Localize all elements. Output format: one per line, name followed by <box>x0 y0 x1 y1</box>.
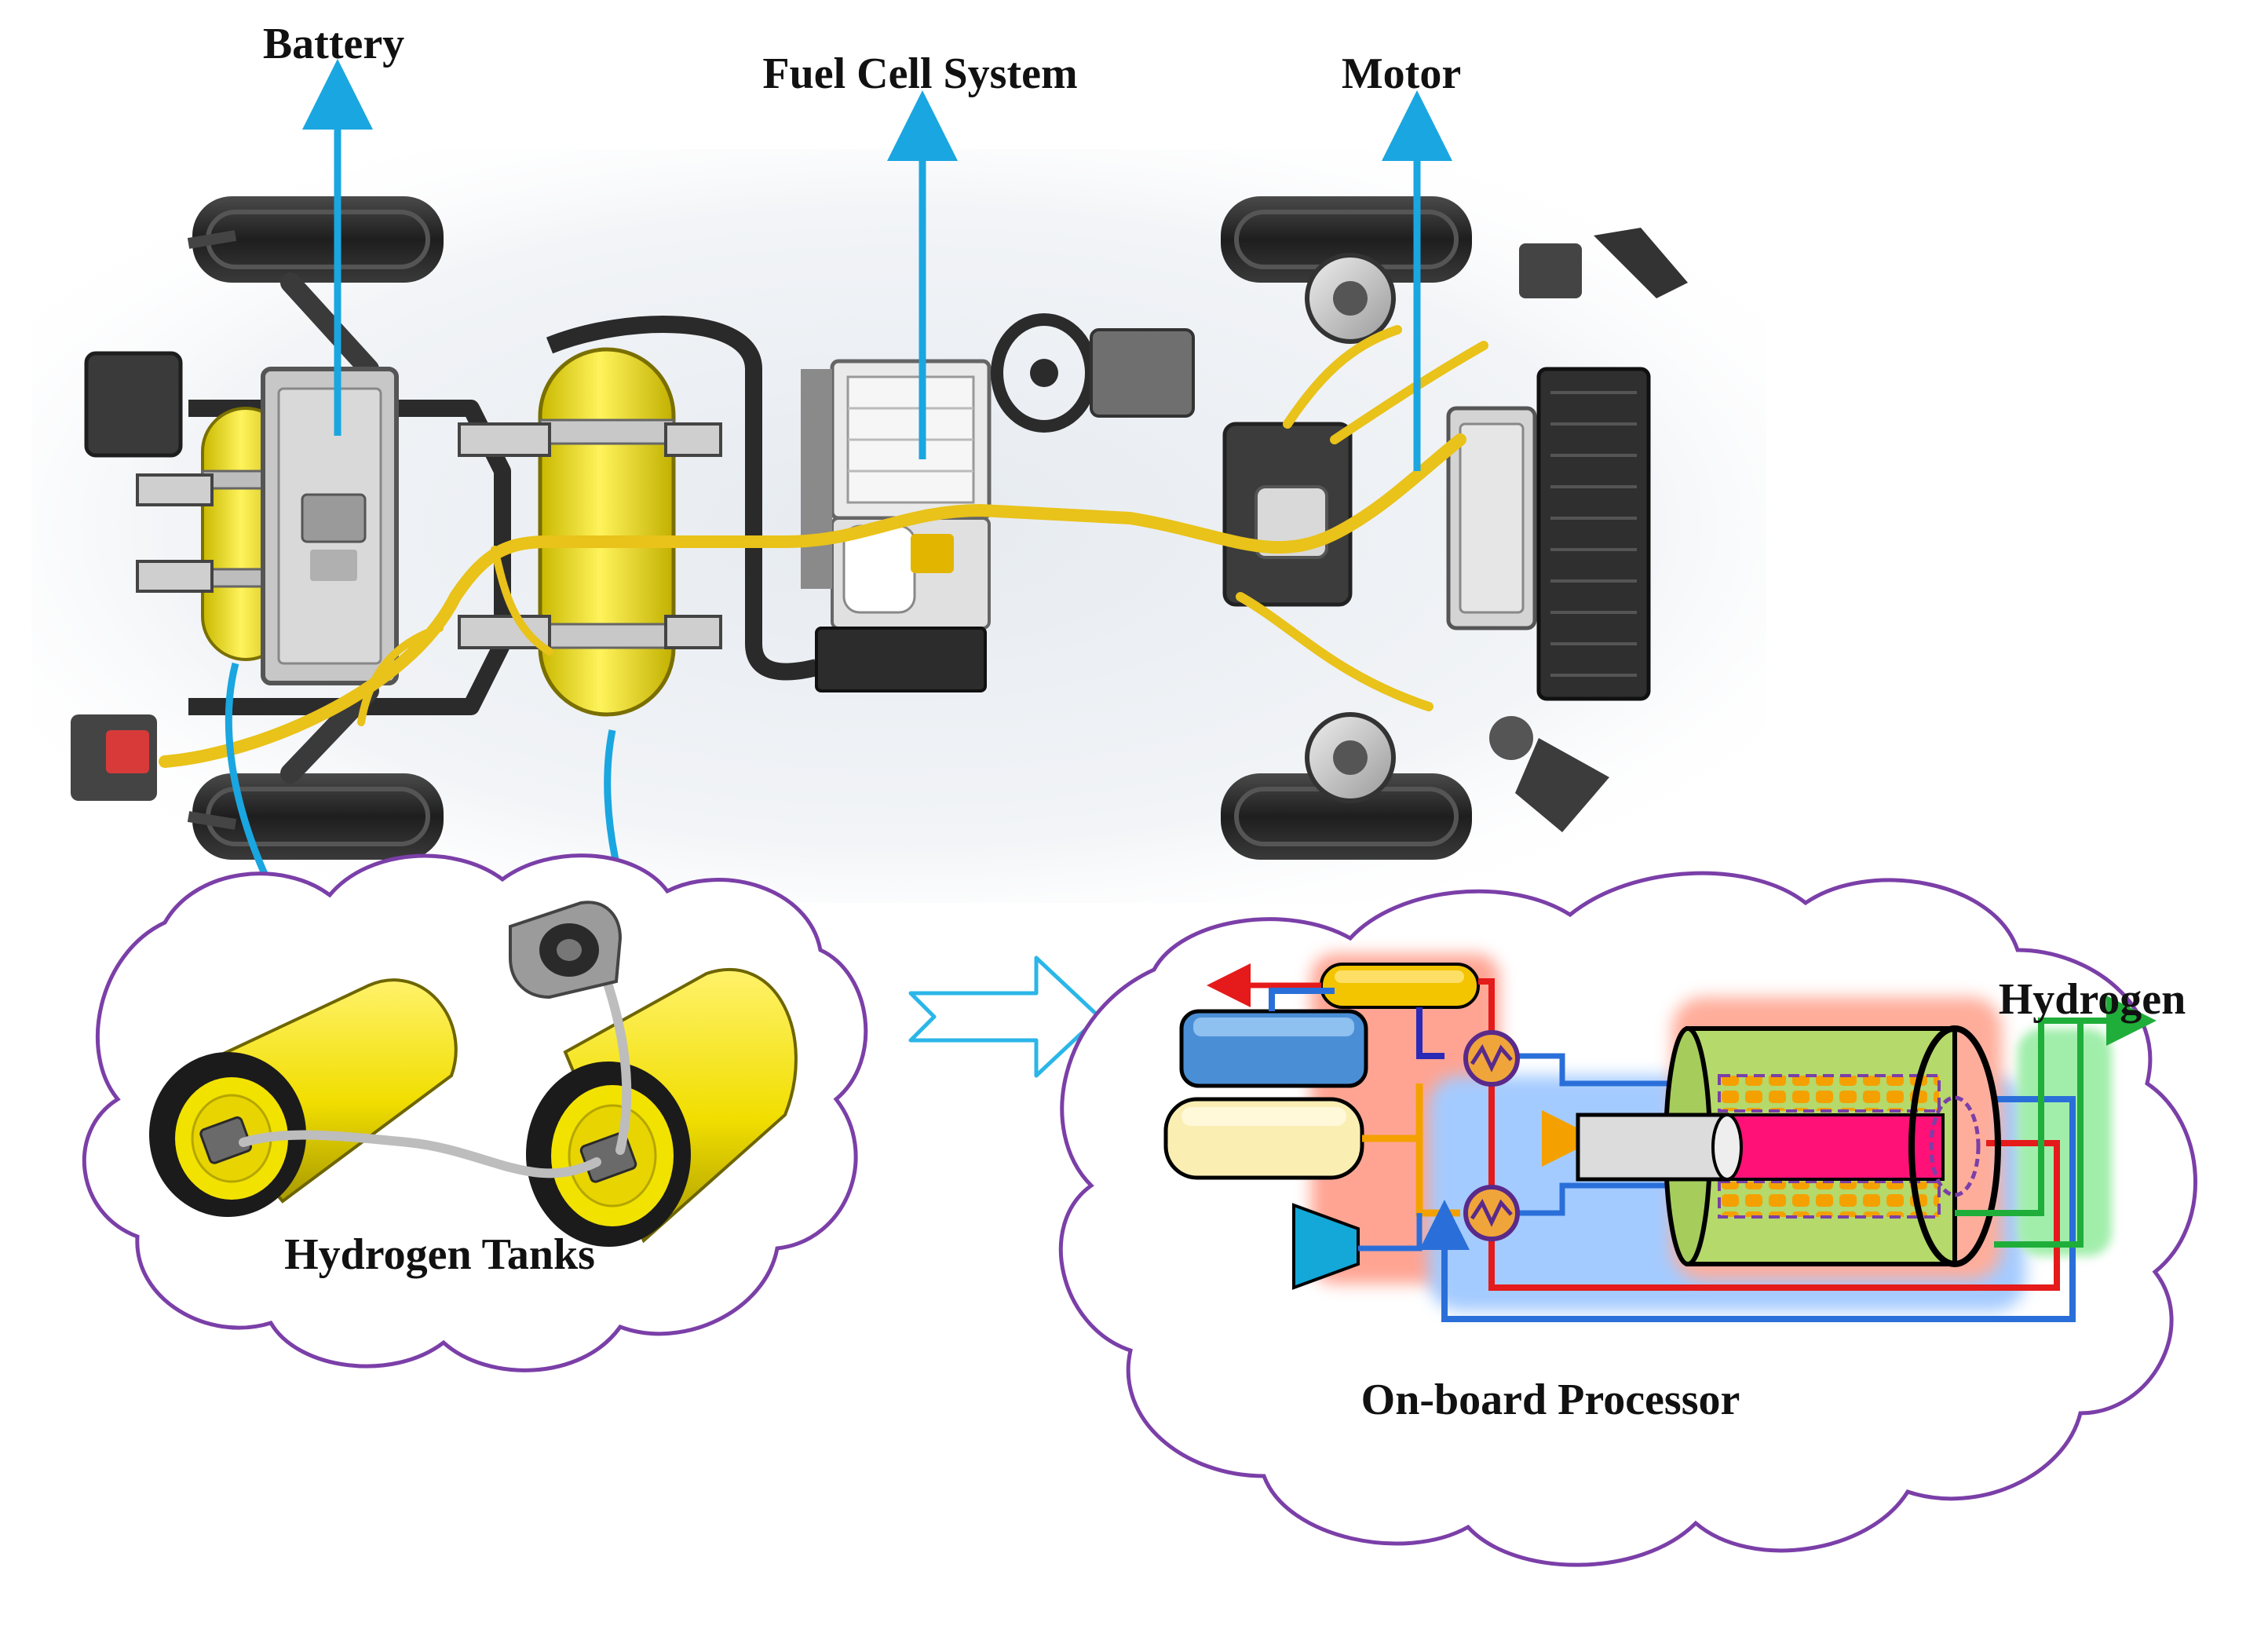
rear-left-tire <box>192 773 444 860</box>
membrane-tube <box>1722 1113 1945 1181</box>
hydrogen-tank-left <box>149 978 458 1217</box>
hydrogen-tanks-cloud <box>82 853 868 1372</box>
battery-pack <box>261 367 399 685</box>
left-cloud-outline <box>82 853 868 1372</box>
reactor-end-cap <box>1908 1025 2001 1267</box>
water-feed-line <box>1416 1007 1444 1059</box>
inlet-tube <box>1576 1113 1729 1182</box>
fuel-cell-stack <box>801 359 992 692</box>
motor-bay <box>1090 228 1688 832</box>
rear-module <box>84 351 183 458</box>
heat-exchanger-upper <box>1463 1030 1520 1087</box>
rear-subframe <box>188 400 511 715</box>
coolant-hose <box>546 315 819 681</box>
hydrogen-tanks-label: Hydrogen Tanks <box>284 1230 595 1279</box>
on-board-processor-cloud <box>1058 871 2197 1567</box>
rear-suspension-arms <box>280 272 379 784</box>
cool-loop-upper <box>1515 1053 1688 1087</box>
heat-exchanger-lower <box>1463 1185 1520 1241</box>
vehicle-chassis <box>31 149 1766 903</box>
cool-loop-lower <box>1515 1182 1688 1216</box>
compressor <box>1292 1203 1360 1290</box>
motor-label: Motor <box>1341 49 1462 98</box>
large-hydrogen-tank <box>458 347 722 717</box>
hv-harness <box>159 433 1466 768</box>
membrane-reactor <box>1576 1025 2001 1267</box>
fuel-filler-receptacle <box>509 901 623 999</box>
tank-connecting-pipe <box>239 1130 601 1178</box>
cool-loop-outer <box>1441 1096 2076 1322</box>
filler-pipe <box>600 969 632 1155</box>
on-board-processor-label: On-board Processor <box>1360 1376 1740 1424</box>
transition-arrow <box>908 956 1101 1078</box>
battery-label: Battery <box>262 20 405 68</box>
fuel-cell-system-label: Fuel Cell System <box>762 49 1078 98</box>
hydrogen-label: Hydrogen <box>1998 975 2186 1024</box>
